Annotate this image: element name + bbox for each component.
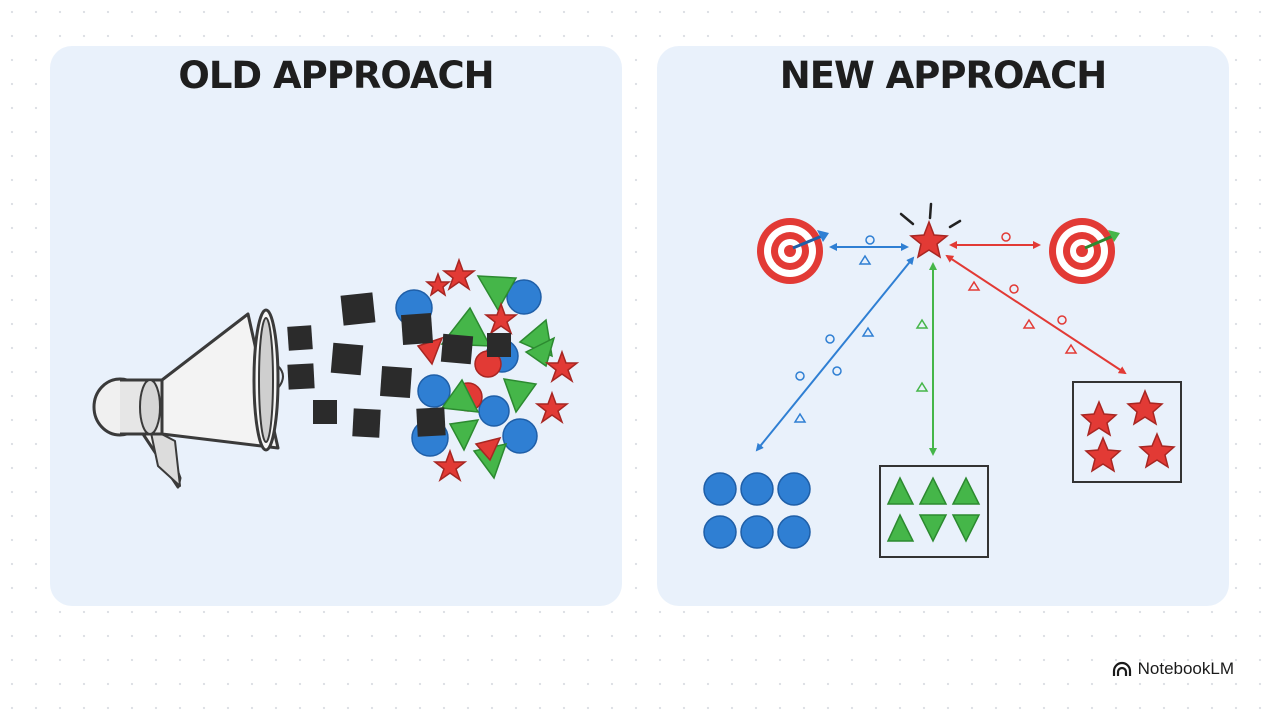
square-icon — [487, 333, 511, 357]
star-icon — [1138, 432, 1176, 469]
notebooklm-logo-icon — [1112, 661, 1131, 676]
megaphone-icon — [92, 308, 284, 489]
square-icon — [416, 407, 446, 437]
triangle-icon — [886, 476, 915, 505]
circle-icon — [740, 472, 774, 506]
central-hub — [899, 202, 962, 259]
triangle-icon — [918, 514, 948, 543]
star-icon — [1080, 400, 1118, 437]
star-box — [1072, 381, 1182, 483]
circle-icon — [502, 418, 538, 454]
new-approach-illustration — [703, 202, 1182, 558]
triangle-icon — [524, 336, 556, 368]
star-icon — [909, 219, 949, 259]
old-approach-panel: OLD APPROACH — [50, 46, 622, 606]
star-icon — [424, 271, 452, 297]
notebooklm-brand: NotebookLM — [1112, 659, 1234, 679]
circle-icon — [740, 515, 774, 549]
triangle-icon — [502, 378, 538, 414]
star-icon — [441, 257, 477, 291]
dart-icon — [1084, 230, 1120, 250]
old-approach-title: OLD APPROACH — [178, 54, 494, 97]
arrow-hub-circles — [755, 256, 915, 452]
old-approach-illustration — [92, 257, 580, 489]
triangle-icon — [440, 378, 480, 413]
triangle-icon — [448, 419, 480, 452]
triangle-icon — [951, 514, 981, 543]
square-icon — [313, 400, 337, 424]
star-icon — [1126, 389, 1164, 426]
square-icon — [287, 325, 313, 351]
chaotic-shape-cluster — [395, 257, 580, 482]
star-icon — [534, 390, 570, 424]
star-icon — [544, 349, 580, 383]
star-icon — [483, 301, 519, 335]
new-approach-title: NEW APPROACH — [779, 54, 1108, 97]
target-icon — [1049, 218, 1120, 284]
circle-group — [703, 472, 811, 549]
connection-arrows — [755, 241, 1127, 456]
star-icon — [432, 448, 468, 482]
circle-icon — [478, 395, 510, 427]
circle-icon — [703, 472, 737, 506]
square-icon — [352, 408, 381, 438]
circle-icon — [506, 279, 542, 315]
square-icon — [340, 292, 376, 326]
square-icon — [330, 342, 364, 376]
triangle-box — [879, 465, 989, 558]
emitted-squares — [287, 292, 413, 438]
brand-name: NotebookLM — [1137, 659, 1234, 678]
circle-icon — [777, 515, 811, 549]
star-icon — [1084, 436, 1122, 473]
square-icon — [440, 333, 474, 365]
triangle-icon — [476, 275, 518, 312]
square-icon — [287, 363, 315, 390]
triangle-icon — [918, 476, 948, 505]
circle-icon — [703, 515, 737, 549]
triangle-icon — [886, 513, 915, 542]
triangle-icon — [951, 476, 981, 505]
square-icon — [379, 365, 413, 399]
dart-icon — [792, 230, 829, 250]
circle-icon — [777, 472, 811, 506]
arrow-hub-stars — [945, 254, 1127, 375]
target-icon — [757, 218, 829, 284]
square-icon — [400, 312, 434, 346]
circle-icon — [417, 374, 451, 408]
signal-markers — [793, 232, 1078, 423]
triangle-icon — [474, 436, 502, 462]
new-approach-panel: NEW APPROACH — [657, 46, 1229, 606]
